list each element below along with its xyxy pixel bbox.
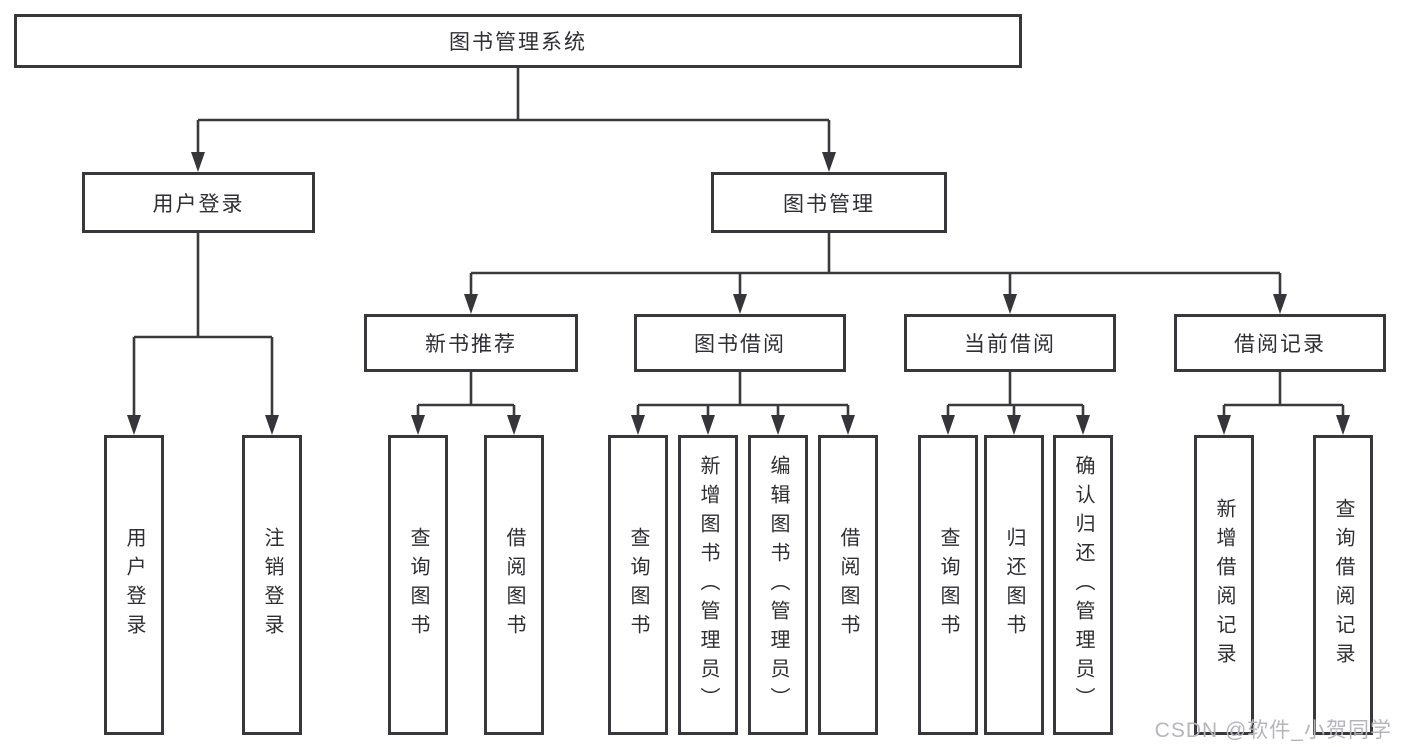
node-current-borrowing: 当前借阅 bbox=[904, 314, 1116, 372]
leaf-label: 归还图书 bbox=[1003, 527, 1025, 643]
node-library-management-system: 图书管理系统 bbox=[14, 14, 1022, 68]
arrow-down-icon bbox=[1217, 415, 1231, 435]
leaf-logout: 注销登录 bbox=[242, 435, 302, 735]
arrow-down-icon bbox=[411, 415, 425, 435]
leaf-label: 借阅图书 bbox=[503, 527, 525, 643]
leaf-query-books-current: 查询图书 bbox=[918, 435, 978, 735]
arrow-down-icon bbox=[1007, 415, 1021, 435]
node-book-borrowing: 图书借阅 bbox=[634, 314, 846, 372]
arrow-down-icon bbox=[464, 294, 478, 314]
arrow-down-icon bbox=[191, 152, 205, 172]
leaf-label: 用户登录 bbox=[123, 527, 145, 643]
arrow-down-icon bbox=[265, 415, 279, 435]
leaf-label: 新增借阅记录 bbox=[1213, 498, 1235, 672]
leaf-query-borrowing-record: 查询借阅记录 bbox=[1313, 435, 1373, 735]
arrow-down-icon bbox=[841, 415, 855, 435]
leaf-label: 新增图书（管理员） bbox=[697, 454, 719, 716]
arrow-down-icon bbox=[1076, 415, 1090, 435]
leaf-label: 编辑图书（管理员） bbox=[767, 454, 789, 716]
arrow-down-icon bbox=[771, 415, 785, 435]
leaf-label: 查询借阅记录 bbox=[1332, 498, 1354, 672]
leaf-label: 借阅图书 bbox=[837, 527, 859, 643]
node-book-management: 图书管理 bbox=[711, 172, 947, 233]
leaf-label: 查询图书 bbox=[407, 527, 429, 643]
leaf-return-books: 归还图书 bbox=[984, 435, 1044, 735]
arrow-down-icon bbox=[1336, 415, 1350, 435]
leaf-label: 确认归还（管理员） bbox=[1072, 454, 1094, 716]
csdn-watermark: CSDN @软件_小贺同学 bbox=[1154, 719, 1392, 742]
leaf-add-books-admin: 新增图书（管理员） bbox=[678, 435, 738, 735]
leaf-confirm-return-admin: 确认归还（管理员） bbox=[1053, 435, 1113, 735]
arrow-down-icon bbox=[631, 415, 645, 435]
leaf-label: 注销登录 bbox=[261, 527, 283, 643]
node-user-login: 用户登录 bbox=[82, 172, 315, 233]
node-new-book-recommendation: 新书推荐 bbox=[364, 314, 578, 372]
leaf-user-login: 用户登录 bbox=[104, 435, 164, 735]
leaf-label: 查询图书 bbox=[627, 527, 649, 643]
arrow-down-icon bbox=[1003, 294, 1017, 314]
arrow-down-icon bbox=[127, 415, 141, 435]
arrow-down-icon bbox=[1273, 294, 1287, 314]
node-borrowing-records: 借阅记录 bbox=[1174, 314, 1386, 372]
arrow-down-icon bbox=[507, 415, 521, 435]
arrow-down-icon bbox=[733, 294, 747, 314]
leaf-query-books-recommendation: 查询图书 bbox=[388, 435, 448, 735]
arrow-down-icon bbox=[701, 415, 715, 435]
leaf-borrow-books-recommendation: 借阅图书 bbox=[484, 435, 544, 735]
leaf-edit-books-admin: 编辑图书（管理员） bbox=[748, 435, 808, 735]
leaf-add-borrowing-record: 新增借阅记录 bbox=[1194, 435, 1254, 735]
leaf-borrow-books-borrowing: 借阅图书 bbox=[818, 435, 878, 735]
leaf-label: 查询图书 bbox=[937, 527, 959, 643]
leaf-query-books-borrowing: 查询图书 bbox=[608, 435, 668, 735]
arrow-down-icon bbox=[941, 415, 955, 435]
arrow-down-icon bbox=[822, 152, 836, 172]
